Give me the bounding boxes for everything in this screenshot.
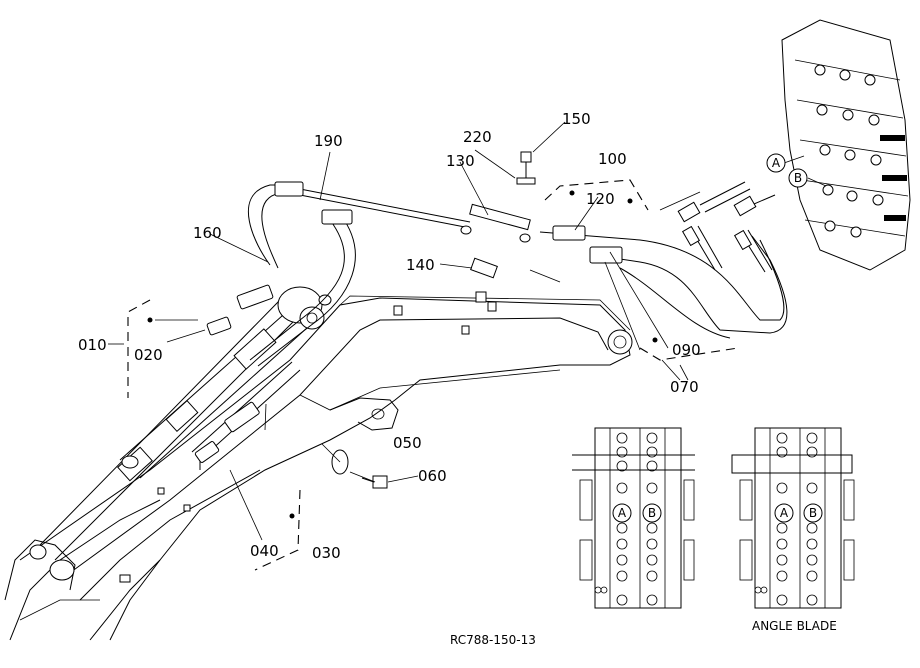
callout-020: 020: [134, 346, 163, 364]
callout-160: 160: [193, 224, 222, 242]
port-markers: A B A B A B: [612, 153, 823, 523]
callout-120: 120: [586, 190, 615, 208]
callout-010: 010: [78, 336, 107, 354]
callout-070: 070: [670, 378, 699, 396]
callout-030: 030: [312, 544, 341, 562]
hydraulic-hoses: [191, 181, 788, 470]
control-valve-block: [781, 19, 911, 271]
callout-labels: 010 020 030 040 050 060 070 090 100 120 …: [78, 110, 701, 562]
leader-lines: [108, 121, 827, 541]
callout-190: 190: [314, 132, 343, 150]
valve-schematic-angle-blade: [731, 427, 855, 609]
angle-blade-caption: ANGLE BLADE: [752, 619, 837, 633]
schematic-2-port-a: A: [780, 506, 789, 520]
callout-050: 050: [393, 434, 422, 452]
callout-040: 040: [250, 542, 279, 560]
diagram-reference-code: RC788-150-13: [450, 633, 536, 647]
schematic-1-port-a: A: [618, 506, 627, 520]
boom-assembly: [4, 295, 633, 641]
callout-130: 130: [446, 152, 475, 170]
boom-cylinder: [39, 286, 332, 561]
schematic-1-port-b: B: [648, 506, 656, 520]
port-marker-b: B: [794, 171, 802, 185]
callout-220: 220: [463, 128, 492, 146]
group-brackets: [127, 179, 739, 571]
callout-150: 150: [562, 110, 591, 128]
fittings: [194, 151, 623, 489]
schematic-2-port-b: B: [809, 506, 817, 520]
callout-100: 100: [598, 150, 627, 168]
callout-060: 060: [418, 467, 447, 485]
valve-schematic-standard: [572, 427, 695, 609]
callout-090: 090: [672, 341, 701, 359]
callout-140: 140: [406, 256, 435, 274]
port-marker-a: A: [772, 156, 781, 170]
